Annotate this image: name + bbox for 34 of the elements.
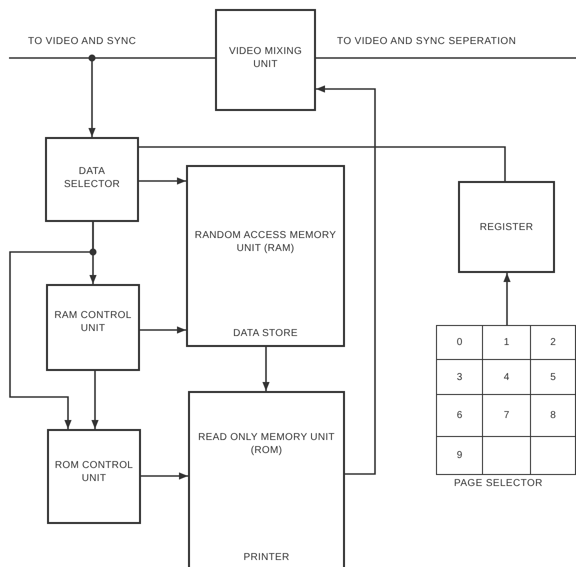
keypad (436, 325, 575, 474)
block-subtitle: DATA STORE (232, 327, 299, 340)
block-box (47, 429, 141, 524)
block-title: READ ONLY MEMORY UNIT (ROM) (197, 431, 336, 457)
connector-line (316, 57, 576, 59)
keypad-key: 9 (436, 436, 483, 475)
block-box (215, 9, 316, 111)
connector-line (139, 146, 506, 181)
edge-label: TO VIDEO AND SYNC (26, 36, 138, 47)
arrow (503, 273, 511, 325)
block-box (45, 137, 139, 222)
arrow (91, 371, 99, 429)
block-title: DATA SELECTOR (62, 165, 122, 191)
arrow (141, 472, 188, 480)
arrow (262, 347, 270, 391)
block-title: REGISTER (478, 221, 534, 234)
block-box (46, 284, 140, 371)
block-box (188, 391, 345, 567)
keypad-key: 0 (436, 325, 483, 360)
block-subtitle: PRINTER (242, 551, 290, 564)
block-title: ROM CONTROL UNIT (54, 459, 134, 485)
arrow (9, 222, 94, 429)
arrow (316, 85, 376, 475)
keypad-key: 2 (530, 325, 576, 360)
block-box (458, 181, 555, 273)
block-box (186, 165, 345, 347)
block-title: RANDOM ACCESS MEMORY UNIT (RAM) (194, 229, 338, 255)
arrow (139, 177, 186, 185)
edge-label: TO VIDEO AND SYNC SEPERATION (335, 36, 518, 47)
connector-line (9, 57, 215, 59)
block-title: RAM CONTROL UNIT (53, 309, 133, 335)
block-title: VIDEO MIXING UNIT (228, 45, 304, 71)
keypad-caption: PAGE SELECTOR (454, 478, 543, 489)
arrow (140, 326, 186, 334)
